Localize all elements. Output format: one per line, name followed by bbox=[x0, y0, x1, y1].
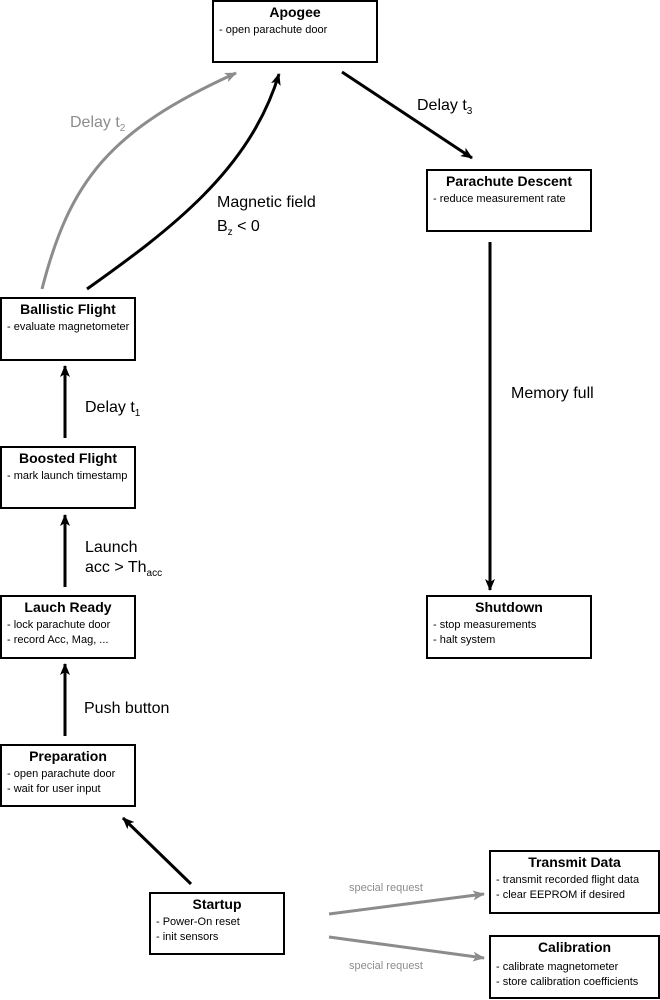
state-parachute-descent: Parachute Descent - reduce measurement r… bbox=[426, 169, 592, 232]
state-action: - clear EEPROM if desired bbox=[496, 889, 625, 901]
label-text: Launch bbox=[85, 539, 138, 556]
state-title: Shutdown bbox=[475, 599, 543, 615]
label-subscript: 2 bbox=[119, 123, 126, 135]
label-text: Delay t bbox=[417, 97, 467, 114]
label-push-button: Push button bbox=[84, 700, 170, 717]
label-delay-t2: Delay t2 bbox=[70, 113, 125, 139]
label-launch: Launch acc > Thacc bbox=[85, 538, 162, 584]
state-title: Preparation bbox=[29, 748, 107, 764]
label-delay-t3: Delay t3 bbox=[417, 96, 472, 122]
state-action: - transmit recorded flight data bbox=[496, 874, 640, 886]
label-delay-t1: Delay t1 bbox=[85, 398, 140, 424]
arrow-startup-to-transmit bbox=[328, 890, 485, 916]
state-action: - init sensors bbox=[156, 931, 219, 943]
label-subscript: acc bbox=[146, 568, 163, 580]
state-action: - open parachute door bbox=[219, 24, 328, 36]
state-title: Parachute Descent bbox=[445, 173, 573, 189]
state-title: Startup bbox=[192, 896, 242, 912]
label-special-request-calibration: special request bbox=[349, 960, 423, 972]
state-startup: Startup - Power-On reset - init sensors bbox=[149, 892, 285, 955]
state-shutdown: Shutdown - stop measurements - halt syste… bbox=[426, 595, 592, 659]
arrow-startup-to-calibration bbox=[328, 935, 485, 962]
label-text: < 0 bbox=[232, 218, 260, 235]
state-action: - halt system bbox=[433, 634, 496, 646]
state-title: Apogee bbox=[269, 4, 321, 20]
state-launch-ready: Lauch Ready - lock parachute door - recor… bbox=[0, 595, 136, 659]
state-action: - lock parachute door bbox=[7, 619, 111, 631]
label-subscript: 1 bbox=[134, 408, 141, 420]
arrow-apogee-to-descent bbox=[341, 70, 473, 160]
label-memory-full: Memory full bbox=[511, 385, 594, 402]
label-special-request-transmit: special request bbox=[349, 882, 423, 894]
label-subscript: 3 bbox=[466, 106, 473, 118]
state-action: - record Acc, Mag, ... bbox=[7, 634, 109, 646]
state-action: - store calibration coefficients bbox=[496, 976, 639, 988]
state-title: Boosted Flight bbox=[19, 450, 117, 466]
state-transmit-data: Transmit Data - transmit recorded flight… bbox=[489, 850, 660, 914]
label-text: acc > Th bbox=[85, 559, 147, 576]
state-action: - evaluate magnetometer bbox=[7, 321, 130, 333]
state-preparation: Preparation - open parachute door - wait … bbox=[0, 744, 136, 807]
state-boosted-flight: Boosted Flight - mark launch timestamp bbox=[0, 446, 136, 509]
state-action: - Power-On reset bbox=[156, 916, 240, 928]
state-ballistic-flight: Ballistic Flight - evaluate magnetometer bbox=[0, 297, 136, 361]
label-text: Delay t bbox=[85, 399, 135, 416]
arrow-startup-to-preparation bbox=[121, 816, 193, 886]
arrow-ballistic-to-apogee-magnetic bbox=[86, 73, 281, 291]
state-action: - calibrate magnetometer bbox=[496, 961, 619, 973]
label-text: Magnetic field bbox=[217, 194, 316, 211]
label-subscript: z bbox=[227, 227, 233, 239]
state-action: - reduce measurement rate bbox=[433, 193, 566, 205]
arrow-ballistic-to-apogee-delay bbox=[40, 71, 237, 290]
state-title: Ballistic Flight bbox=[20, 301, 116, 317]
state-title: Lauch Ready bbox=[24, 599, 112, 615]
label-text: Delay t bbox=[70, 114, 120, 131]
state-calibration: Calibration - calibrate magnetometer - st… bbox=[489, 935, 660, 999]
state-title: Calibration bbox=[537, 939, 612, 955]
state-action: - open parachute door bbox=[7, 768, 116, 780]
state-apogee: Apogee - open parachute door bbox=[212, 0, 378, 63]
state-title: Transmit Data bbox=[528, 854, 621, 870]
state-action: - wait for user input bbox=[7, 783, 101, 795]
state-action: - mark launch timestamp bbox=[7, 470, 128, 482]
label-text: B bbox=[217, 218, 228, 235]
label-magnetic-field: Magnetic field Bz < 0 bbox=[217, 191, 316, 245]
state-action: - stop measurements bbox=[433, 619, 537, 631]
